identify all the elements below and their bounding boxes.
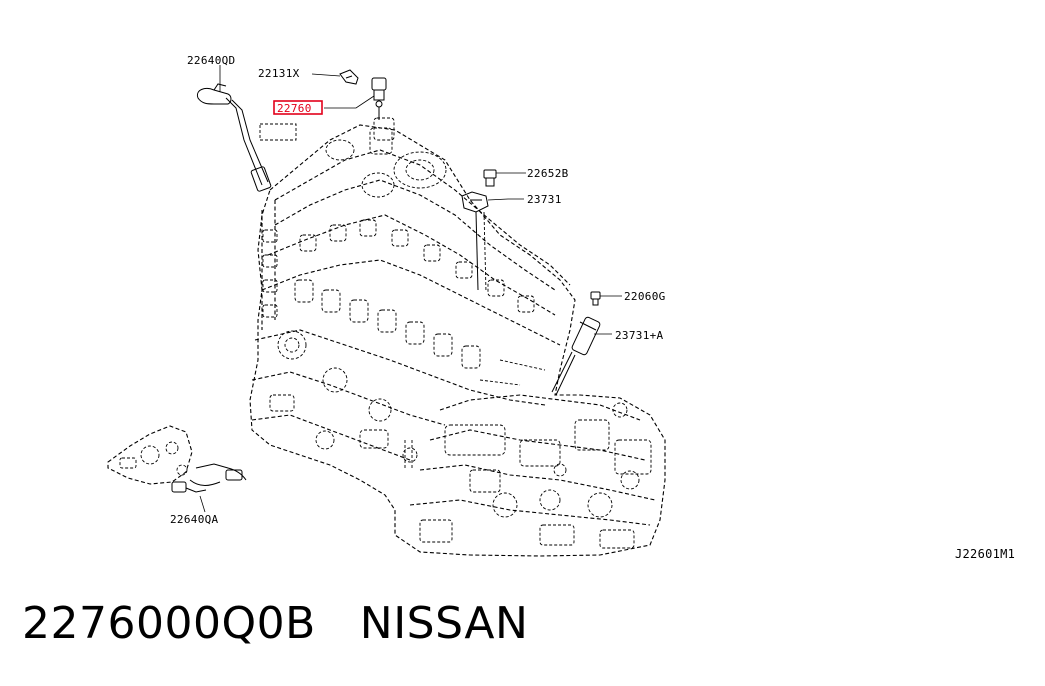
sensor-assembly-22640QA bbox=[107, 425, 247, 493]
callout-23731: 23731 bbox=[527, 193, 562, 206]
engine-block-illustration bbox=[249, 124, 666, 557]
sensor-23731 bbox=[461, 191, 489, 293]
callout-22760: 22760 bbox=[277, 102, 312, 115]
sensor-22760 bbox=[371, 77, 395, 141]
part-number: 2276000Q0B bbox=[22, 598, 316, 649]
leader-lines bbox=[199, 65, 622, 513]
sensor-22640QD bbox=[196, 83, 272, 192]
callout-22640QD: 22640QD bbox=[187, 54, 235, 67]
highlight-box bbox=[273, 100, 323, 115]
diagram-id: J22601M1 bbox=[955, 547, 1015, 561]
engine-parts-diagram: 22640QD 22131X 22760 22652B 23731 22060G… bbox=[107, 54, 1015, 561]
callout-23731A: 23731+A bbox=[615, 329, 664, 342]
brand-name: NISSAN bbox=[359, 598, 529, 649]
callout-22060G: 22060G bbox=[624, 290, 666, 303]
callout-22652B: 22652B bbox=[527, 167, 569, 180]
bolt-22060G bbox=[590, 291, 601, 306]
part-footer: 2276000Q0B NISSAN bbox=[22, 598, 528, 649]
bracket-22131X bbox=[339, 69, 359, 85]
bolt-22652B bbox=[483, 169, 497, 187]
callout-22640QA: 22640QA bbox=[170, 513, 219, 526]
sensor-23731A bbox=[551, 316, 601, 396]
note-box bbox=[259, 123, 297, 141]
callout-22131X: 22131X bbox=[258, 67, 300, 80]
